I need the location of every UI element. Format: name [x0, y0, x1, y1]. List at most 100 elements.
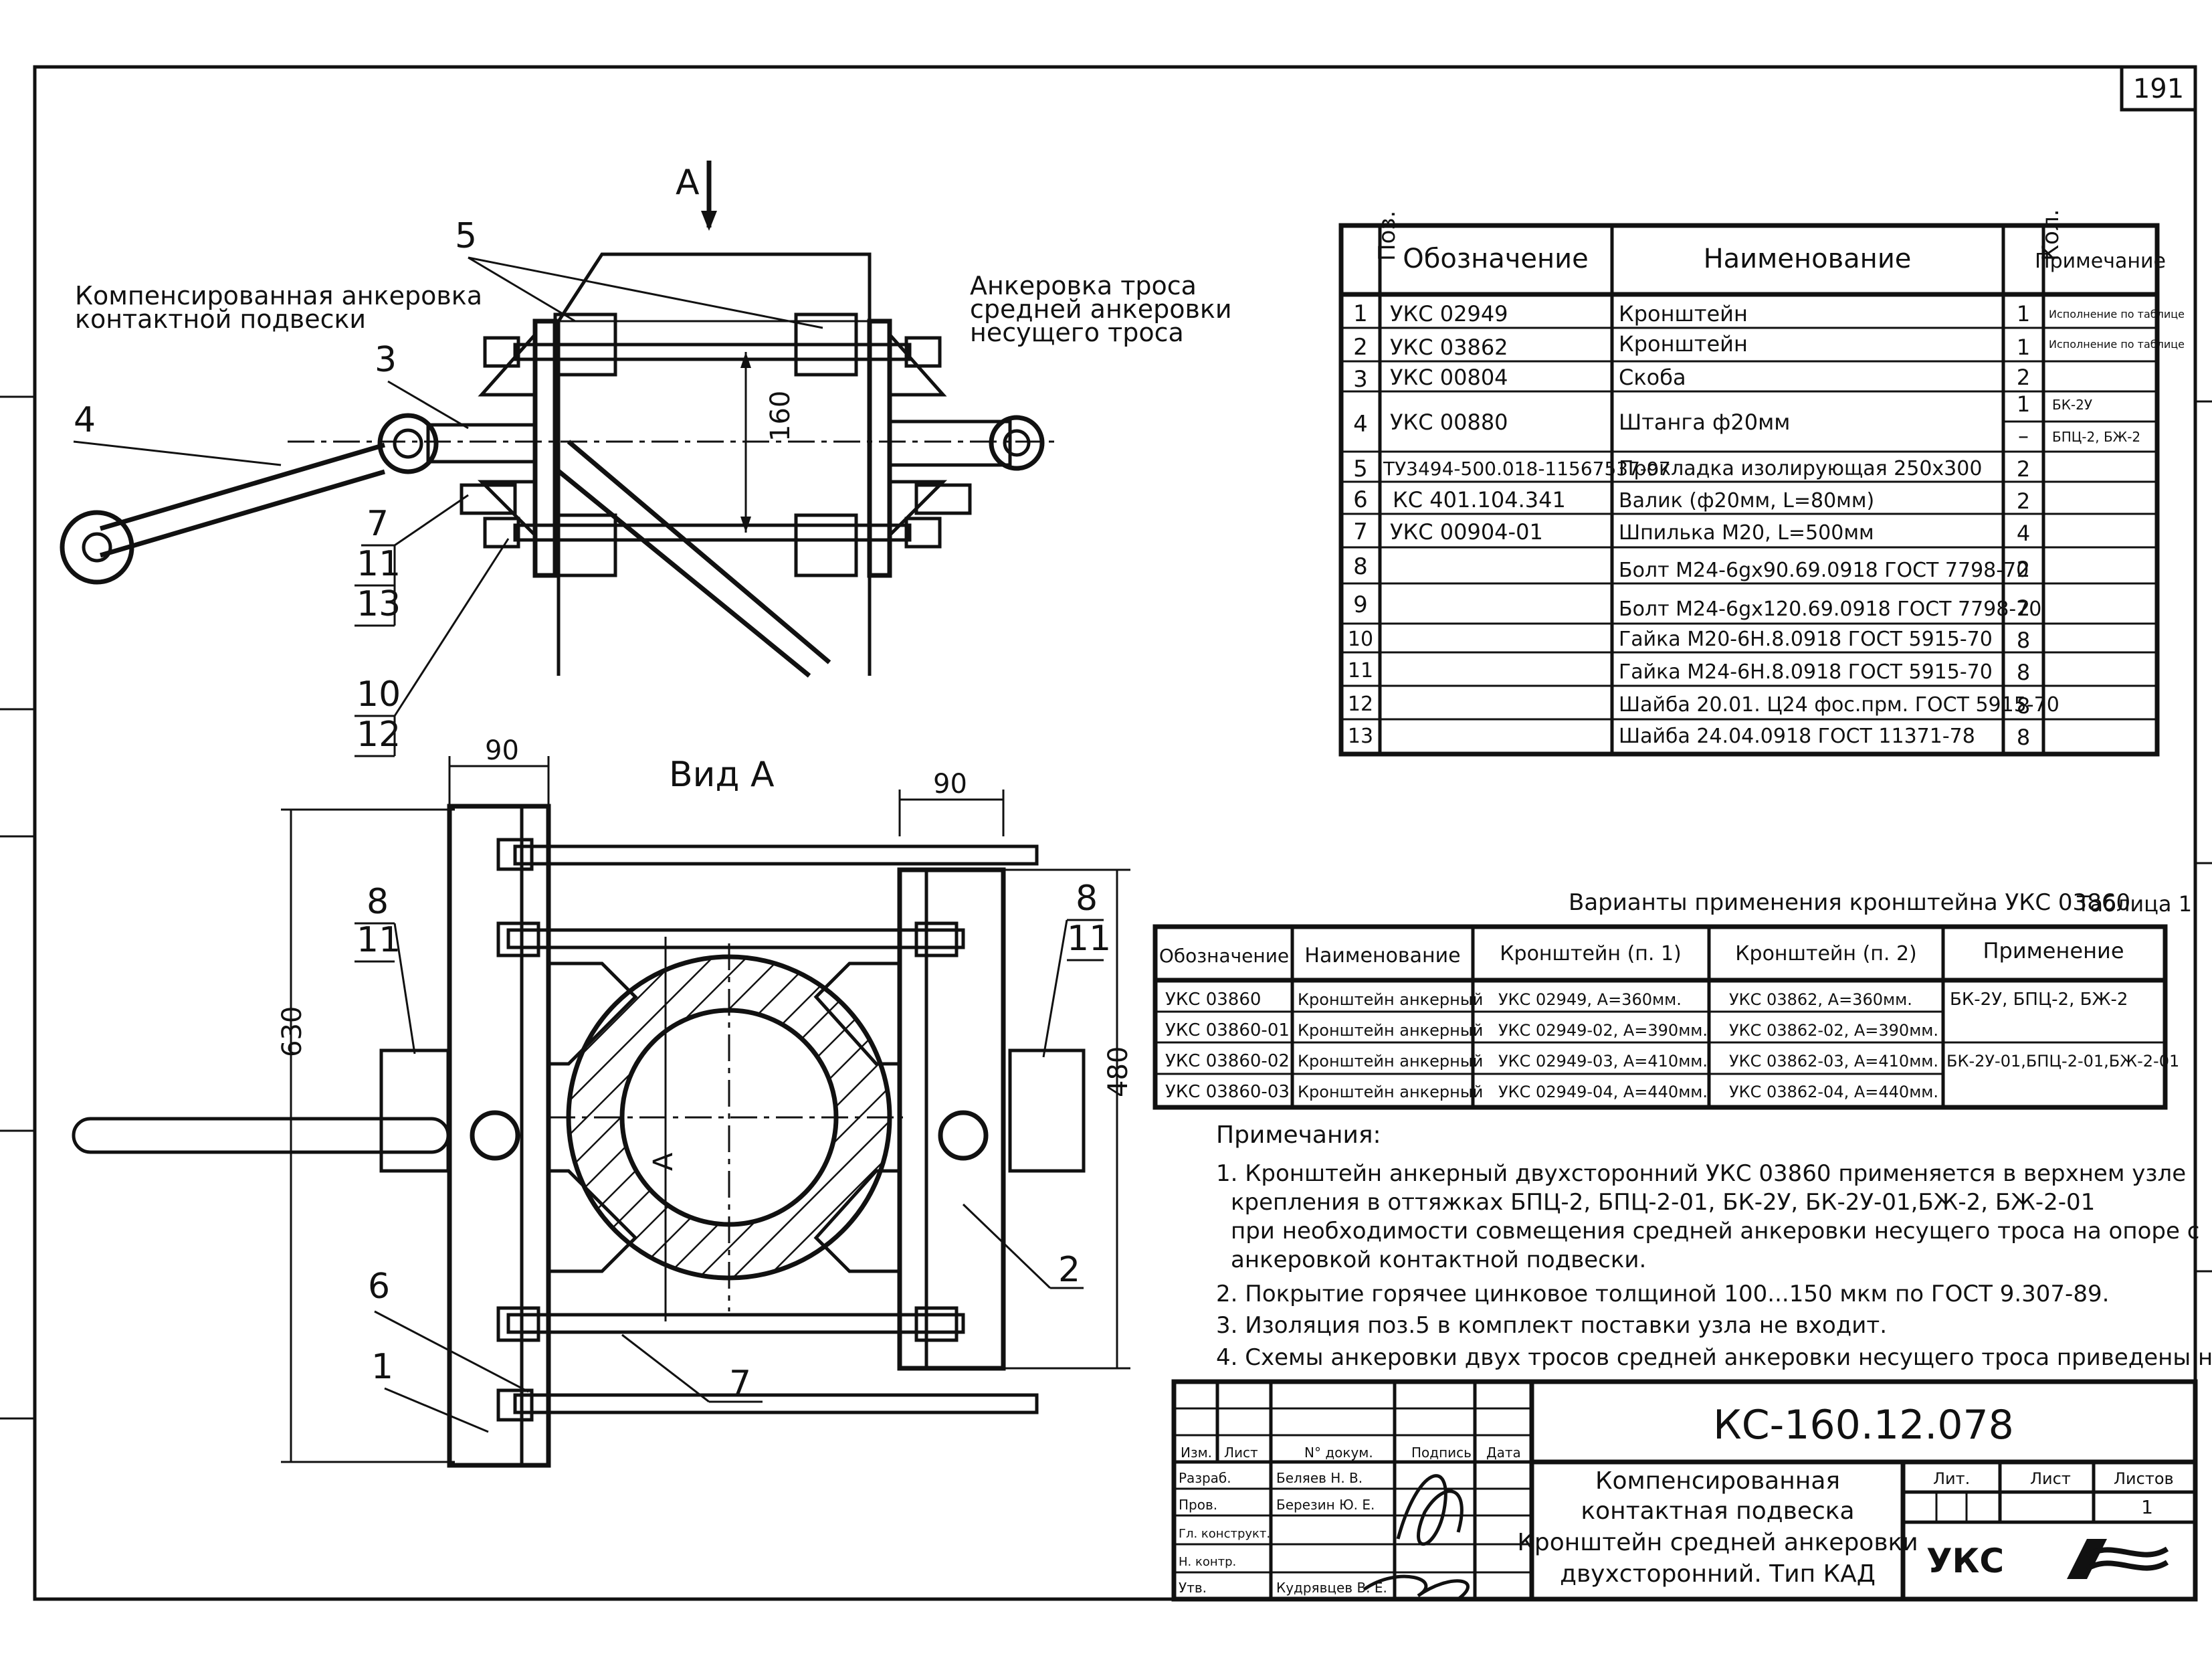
dim-630-text: 630 [277, 1006, 308, 1057]
stud [506, 1313, 965, 1334]
dim-90-left-text: 90 [485, 735, 519, 766]
clevis-right [888, 420, 1012, 467]
saddle [813, 1169, 902, 1273]
dim-arrow [740, 517, 751, 533]
callout-11-left: 11 [357, 920, 401, 960]
pos-6: 6 [1353, 486, 1368, 513]
tb-title-1: Компенсированная [1595, 1467, 1840, 1495]
left-caption-line1: Компенсированная анкеровка [75, 281, 482, 310]
v1-app: БК-2У, БПЦ-2, БЖ-2 [1950, 990, 2128, 1010]
name-11: Гайка М24-6Н.8.0918 ГОСТ 5915-70 [1619, 660, 1993, 684]
tb-title-4: двухсторонний. Тип КАД [1560, 1560, 1876, 1588]
v1-designation: УКС 03860 [1165, 990, 1261, 1010]
v-header-bracket1: Кронштейн (п. 1) [1500, 942, 1682, 965]
qty-13: 8 [2017, 725, 2030, 750]
tb-role-4: Н. контр. [1179, 1555, 1236, 1569]
v-header-name: Наименование [1304, 944, 1460, 967]
view-a: Вид А 90 90 630 480 [72, 735, 1134, 1468]
tb-h-izm: Изм. [1181, 1445, 1212, 1461]
name-10: Гайка М20-6Н.8.0918 ГОСТ 5915-70 [1619, 628, 1993, 651]
name-7: Шпилька М20, L=500мм [1619, 521, 1874, 545]
pos-12: 12 [1348, 693, 1373, 716]
section-marker-a: А [676, 163, 700, 203]
tb-h-date: Дата [1486, 1445, 1521, 1461]
v2-b1: УКС 02949-02, А=390мм. [1498, 1021, 1708, 1040]
variants-table-label: Таблица 1 [2076, 891, 2192, 917]
bolt-left [470, 1110, 520, 1161]
dim-480-text: 480 [1103, 1046, 1134, 1097]
note-4a: БК-2У [2052, 397, 2092, 413]
leader [468, 256, 576, 322]
name-3: Скоба [1619, 365, 1686, 390]
top-view: А 160 [60, 161, 1057, 678]
diagonal-brace-2 [553, 466, 811, 678]
view-a-title: Вид А [669, 755, 775, 795]
v2-b2: УКС 03862-02, А=390мм. [1729, 1021, 1938, 1040]
stud [506, 928, 965, 949]
stud-top [513, 343, 912, 361]
saddle [546, 1169, 638, 1273]
v2-name: Кронштейн анкерный [1298, 1021, 1483, 1040]
note-line-6: 3. Изоляция поз.5 в комплект поставки уз… [1216, 1312, 1887, 1339]
v1-b1: УКС 02949, А=360мм. [1498, 990, 1682, 1009]
nut [483, 517, 520, 549]
nut [496, 1306, 540, 1342]
page-number: 191 [2133, 74, 2184, 104]
leader [384, 1387, 489, 1433]
clevis-pin-left-inner [393, 428, 423, 459]
v3-b1: УКС 02949-03, А=410мм. [1498, 1052, 1708, 1071]
clevis-pin-right [989, 415, 1045, 471]
v1-name: Кронштейн анкерный [1298, 990, 1483, 1009]
clevis-left [426, 423, 537, 464]
tb-title-2: контактная подвеска [1581, 1497, 1854, 1525]
pos-4: 4 [1353, 411, 1368, 438]
callout-1: 1 [371, 1347, 393, 1387]
v-header-bracket2: Кронштейн (п. 2) [1735, 942, 1917, 965]
dim-160: 160 [765, 391, 796, 442]
callout-13: 13 [357, 584, 401, 624]
header-qty: Кол. [2037, 209, 2064, 261]
right-caption-line2: средней анкеровки [970, 294, 1232, 324]
leader [393, 923, 416, 1054]
nut [496, 1388, 534, 1422]
nut [496, 921, 540, 957]
nut [914, 921, 959, 957]
callout-5: 5 [455, 216, 477, 256]
spacer-right-low [794, 513, 858, 577]
qty-2: 1 [2017, 335, 2030, 360]
callout-11-top: 11 [357, 544, 401, 584]
signature-1 [1396, 1474, 1464, 1546]
qty-10: 8 [2017, 628, 2030, 653]
v4-b2: УКС 03862-04, А=440мм. [1729, 1083, 1938, 1101]
pos-10: 10 [1348, 628, 1373, 651]
tb-title-3: Кронштейн средней анкеровки [1517, 1529, 1918, 1556]
qty-6: 2 [2017, 488, 2030, 514]
clevis-pin-right-inner [1003, 429, 1031, 457]
saddle [546, 961, 638, 1066]
leader [621, 1333, 710, 1403]
note-1: Исполнение по таблице [2049, 308, 2185, 320]
tb-h-sign: Подпись [1411, 1445, 1472, 1461]
v-header-application: Применение [1983, 938, 2124, 963]
nut [914, 483, 972, 515]
designation-5: ТУ3494-500.018-11567537-97 [1383, 458, 1671, 480]
view-a-callouts: 8 11 8 11 6 1 2 7 [355, 879, 1111, 1433]
name-4: Штанга ф20мм [1619, 409, 1790, 435]
tb-sheet-label: Лист [2030, 1469, 2071, 1488]
callout-8-right: 8 [1076, 879, 1098, 919]
tb-h-list: Лист [1224, 1445, 1258, 1461]
name-8: Болт М24-6gх90.69.0918 ГОСТ 7798-70 [1619, 559, 2029, 582]
gusset-left-bottom [477, 480, 537, 540]
pos-3: 3 [1353, 366, 1368, 393]
right-caption-line3: несущего троса [970, 318, 1184, 347]
pos-1: 1 [1353, 300, 1368, 327]
variants-table: Варианты применения кронштейна УКС 03860… [1152, 889, 2192, 1110]
name-12: Шайба 20.01. Ц24 фос.прм. ГОСТ 5915-70 [1619, 693, 2059, 717]
clevis-right-a [1008, 1048, 1086, 1173]
leader [374, 1310, 529, 1393]
designation-4: УКС 00880 [1390, 409, 1508, 435]
tb-role-3: Гл. конструкт. [1179, 1527, 1270, 1541]
callout-10: 10 [357, 674, 401, 715]
name-9: Болт М24-6gх120.69.0918 ГОСТ 7798-70 [1619, 597, 2041, 621]
